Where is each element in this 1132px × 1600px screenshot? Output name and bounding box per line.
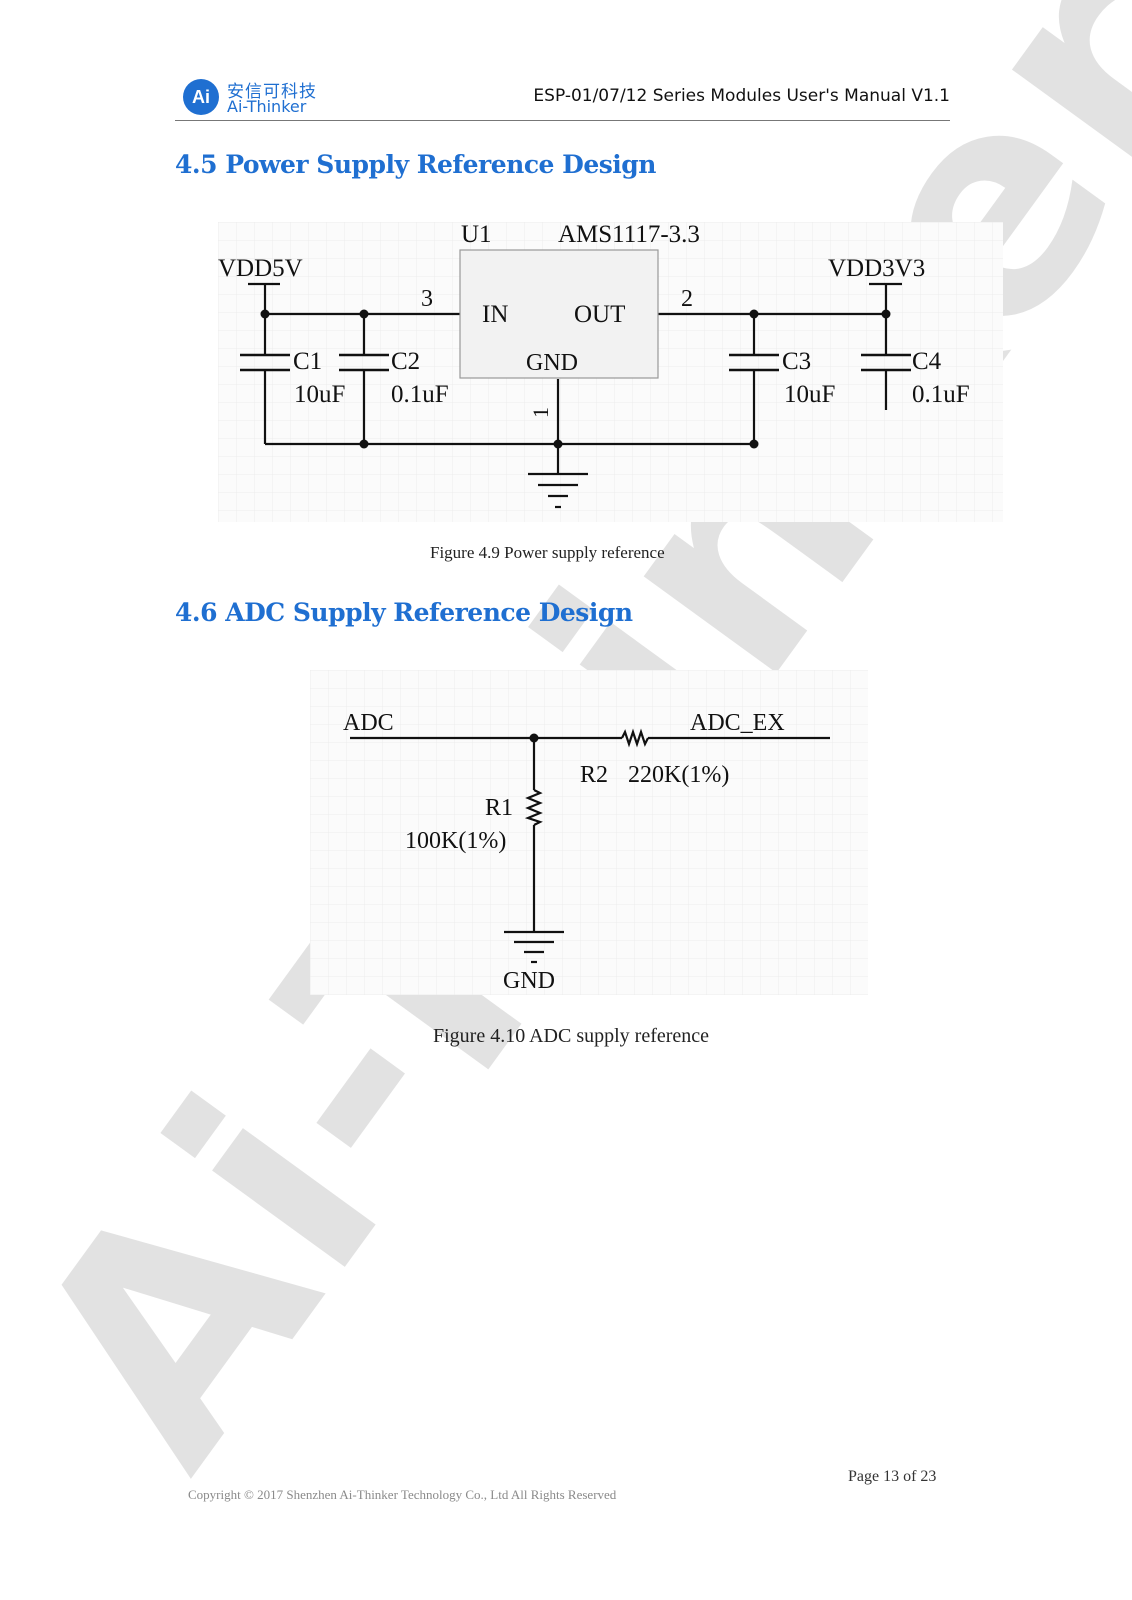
- vdd5v-label: VDD5V: [218, 255, 303, 282]
- vdd3v3-label: VDD3V3: [828, 255, 925, 282]
- logo-english-name: Ai-Thinker: [227, 97, 307, 116]
- schematic-grid: [310, 670, 868, 995]
- resistor-r1-symbol: [524, 789, 543, 826]
- junction-dot: [529, 733, 539, 743]
- section-heading-adc: 4.6 ADC Supply Reference Design: [175, 598, 633, 627]
- section-heading-power: 4.5 Power Supply Reference Design: [175, 150, 656, 179]
- u1-part-label: AMS1117-3.3: [558, 222, 700, 248]
- copyright-notice: Copyright © 2017 Shenzhen Ai-Thinker Tec…: [188, 1487, 617, 1502]
- pin-gnd-number: 1: [528, 407, 553, 418]
- header-divider: [175, 120, 950, 121]
- figure-caption-adc: Figure 4.10 ADC supply reference: [433, 1025, 710, 1047]
- c1-label: C1: [293, 348, 322, 375]
- c1-value: 10uF: [294, 381, 345, 408]
- r2-label: R2: [580, 762, 608, 788]
- u1-ref-label: U1: [461, 222, 492, 248]
- adc-ex-label: ADC_EX: [690, 710, 785, 736]
- c4-value: 0.1uF: [912, 381, 970, 408]
- r2-value: 220K(1%): [628, 762, 729, 788]
- r1-value: 100K(1%): [405, 828, 506, 854]
- power-supply-schematic: U1 AMS1117-3.3 VDD5V VDD3V3 3 2 IN OUT G…: [218, 222, 1003, 522]
- adc-divider-schematic: ADC ADC_EX R2 220K(1%) R1 100K(1%) GND: [310, 670, 868, 995]
- power-wires: [248, 282, 902, 474]
- pin-out-label: OUT: [574, 301, 625, 328]
- figure-caption-power: Figure 4.9 Power supply reference: [430, 543, 665, 562]
- c2-label: C2: [391, 348, 420, 375]
- logo-mark: Ai: [183, 79, 219, 115]
- c4-label: C4: [912, 348, 942, 375]
- pin-in-label: IN: [482, 301, 508, 328]
- resistor-r2-symbol: [621, 728, 649, 748]
- page-number: Page 13 of 23: [848, 1468, 937, 1485]
- c3-label: C3: [782, 348, 811, 375]
- regulator-u1-body: [459, 249, 659, 379]
- r1-label: R1: [485, 795, 513, 821]
- pin-gnd-label: GND: [526, 350, 578, 376]
- ground-symbol: [504, 930, 564, 964]
- page-header: Ai 安信可科技 Ai-Thinker ESP-01/07/12 Series …: [175, 70, 950, 122]
- logo-chinese-name: 安信可科技: [227, 82, 317, 102]
- pin-out-number: 2: [681, 286, 693, 312]
- capacitor-symbols: [240, 353, 911, 372]
- c2-value: 0.1uF: [391, 381, 449, 408]
- document-title: ESP-01/07/12 Series Modules User's Manua…: [533, 86, 950, 106]
- company-logo: Ai 安信可科技 Ai-Thinker: [183, 75, 343, 119]
- ground-symbol: [528, 472, 588, 509]
- c3-value: 10uF: [784, 381, 835, 408]
- gnd-label: GND: [503, 968, 555, 994]
- pin-in-number: 3: [421, 286, 433, 312]
- junction-dots: [260, 309, 891, 449]
- adc-wires: [350, 736, 830, 932]
- adc-label: ADC: [343, 710, 394, 736]
